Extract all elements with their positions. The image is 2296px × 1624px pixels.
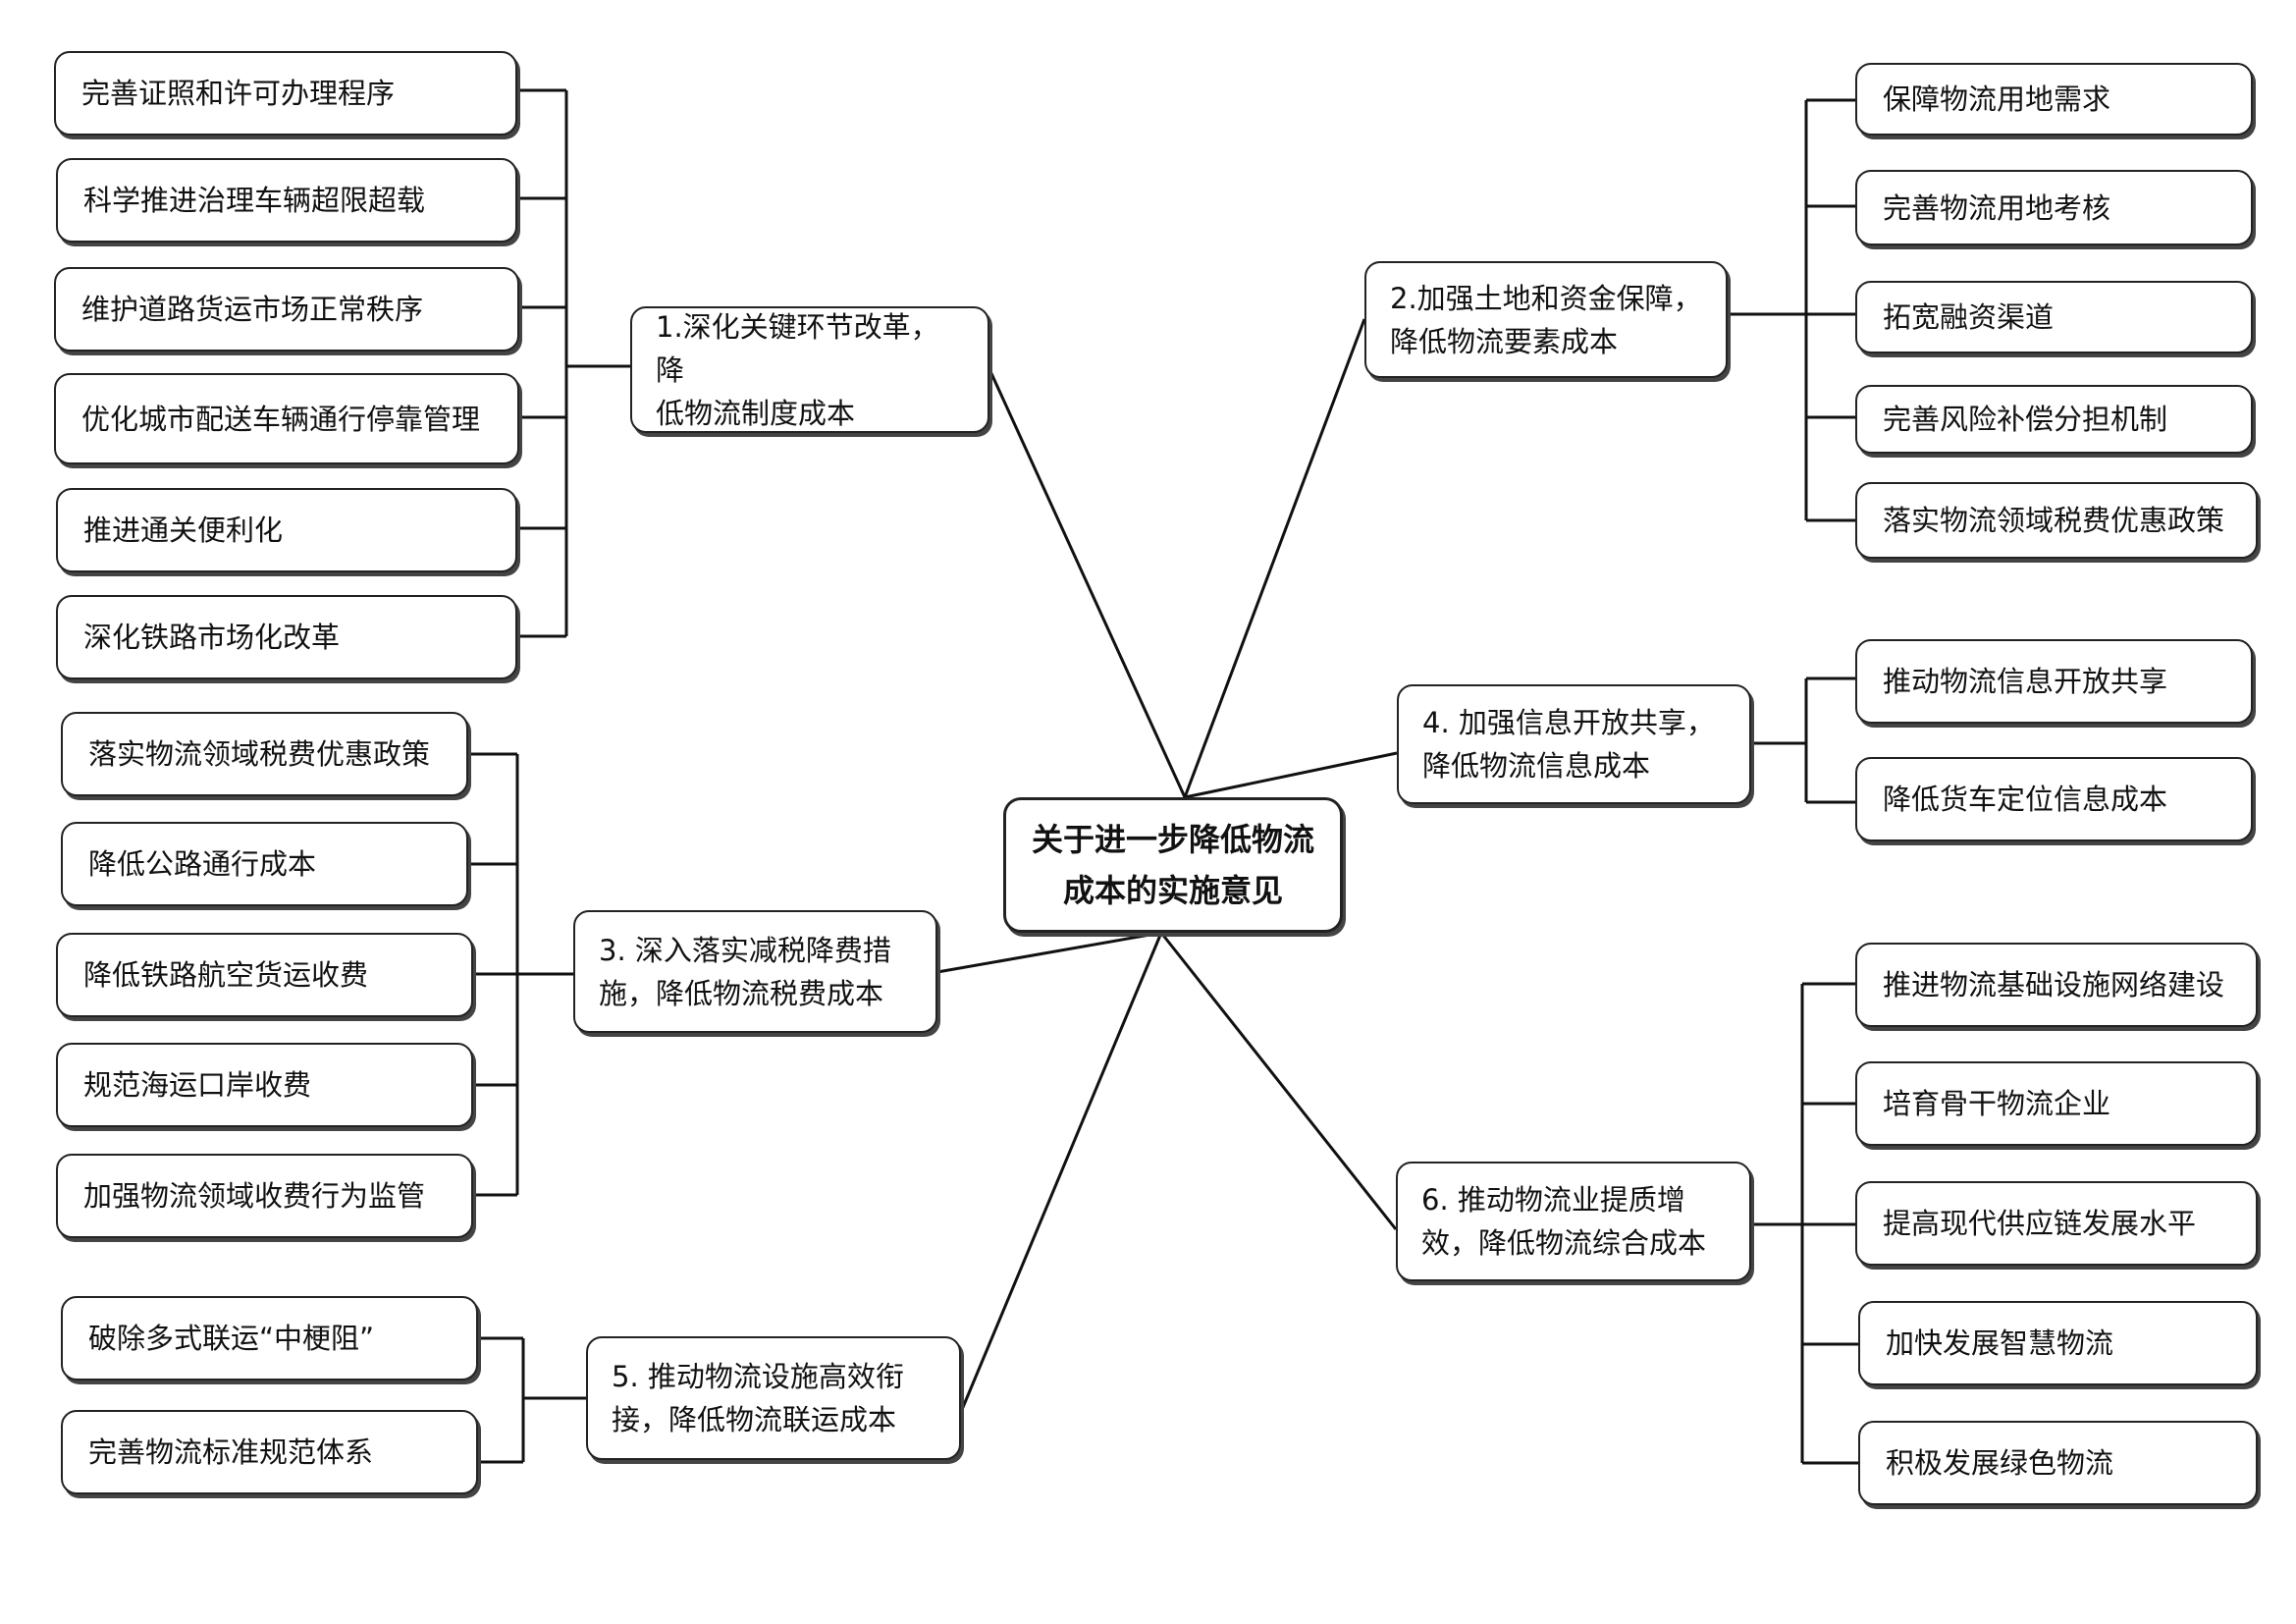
branch-3-item-4-label: 规范海运口岸收费	[83, 1068, 312, 1102]
center-topic-line1: 关于进一步降低物流	[1032, 821, 1315, 858]
branch-1-item-5-label: 推进通关便利化	[83, 514, 284, 547]
branch-1-item-3: 维护道路货运市场正常秩序	[54, 267, 519, 352]
branch-5-line2: 接，降低物流联运成本	[612, 1403, 897, 1436]
branch-1-node: 1.深化关键环节改革，降 低物流制度成本	[630, 306, 989, 433]
branch-6-item-3: 提高现代供应链发展水平	[1855, 1181, 2258, 1266]
branch-4-item-2: 降低货车定位信息成本	[1855, 757, 2253, 841]
branch-2-line1: 2.加强土地和资金保障，	[1390, 281, 1702, 315]
branch-4-node: 4. 加强信息开放共享， 降低物流信息成本	[1397, 684, 1751, 804]
branch-2-item-2: 完善物流用地考核	[1855, 170, 2253, 245]
branch-3-item-2-label: 降低公路通行成本	[88, 847, 317, 881]
branch-2-item-1-label: 保障物流用地需求	[1883, 82, 2111, 116]
branch-2-item-2-label: 完善物流用地考核	[1883, 190, 2111, 225]
branch-1-item-5: 推进通关便利化	[56, 488, 517, 572]
branch-5-item-2: 完善物流标准规范体系	[61, 1410, 478, 1494]
branch-2-item-5: 落实物流领域税费优惠政策	[1855, 482, 2258, 559]
center-topic-line2: 成本的实施意见	[1062, 872, 1283, 909]
branch-2-item-3-label: 拓宽融资渠道	[1883, 300, 2055, 334]
branch-4-item-1: 推动物流信息开放共享	[1855, 639, 2253, 724]
branch-6-item-5: 积极发展绿色物流	[1858, 1421, 2258, 1505]
branch-6-item-2: 培育骨干物流企业	[1855, 1061, 2258, 1146]
branch-2-item-3: 拓宽融资渠道	[1855, 281, 2253, 353]
branch-1-item-6-label: 深化铁路市场化改革	[83, 621, 341, 654]
branch-3-item-4: 规范海运口岸收费	[56, 1043, 473, 1127]
branch-1-item-1-label: 完善证照和许可办理程序	[81, 77, 396, 110]
branch-6-item-4-label: 加快发展智慧物流	[1886, 1326, 2114, 1360]
branch-6-node: 6. 推动物流业提质增 效，降低物流综合成本	[1396, 1162, 1751, 1281]
branch-5-node: 5. 推动物流设施高效衔 接，降低物流联运成本	[586, 1336, 961, 1460]
branch-3-line1: 3. 深入落实减税降费措	[599, 933, 891, 967]
branch-5-item-1-label: 破除多式联运“中梗阻”	[88, 1322, 375, 1355]
branch-1-item-1: 完善证照和许可办理程序	[54, 51, 517, 135]
branch-2-item-4: 完善风险补偿分担机制	[1855, 385, 2253, 454]
branch-4-item-1-label: 推动物流信息开放共享	[1883, 665, 2168, 698]
branch-6-item-1-label: 推进物流基础设施网络建设	[1883, 968, 2225, 1001]
branch-2-node: 2.加强土地和资金保障， 降低物流要素成本	[1364, 261, 1728, 378]
branch-2-item-1: 保障物流用地需求	[1855, 63, 2253, 135]
branch-5-item-1: 破除多式联运“中梗阻”	[61, 1296, 478, 1380]
branch-3-item-5: 加强物流领域收费行为监管	[56, 1154, 473, 1238]
branch-3-item-2: 降低公路通行成本	[61, 822, 468, 906]
branch-3-item-3: 降低铁路航空货运收费	[56, 933, 473, 1017]
branch-6-item-1: 推进物流基础设施网络建设	[1855, 943, 2258, 1027]
branch-1-item-3-label: 维护道路货运市场正常秩序	[81, 293, 424, 326]
branch-2-item-5-label: 落实物流领域税费优惠政策	[1883, 504, 2225, 537]
branch-6-item-5-label: 积极发展绿色物流	[1886, 1446, 2114, 1480]
branch-1-item-4: 优化城市配送车辆通行停靠管理	[54, 373, 519, 464]
branch-1-item-6: 深化铁路市场化改革	[56, 595, 517, 679]
branch-1-item-2: 科学推进治理车辆超限超载	[56, 158, 517, 243]
branch-1-item-2-label: 科学推进治理车辆超限超载	[83, 184, 426, 217]
branch-3-item-1-label: 落实物流领域税费优惠政策	[88, 737, 431, 771]
branch-3-node: 3. 深入落实减税降费措 施，降低物流税费成本	[573, 910, 937, 1033]
branch-5-line1: 5. 推动物流设施高效衔	[612, 1360, 904, 1393]
branch-6-line2: 效，降低物流综合成本	[1421, 1226, 1707, 1260]
branch-6-line1: 6. 推动物流业提质增	[1421, 1183, 1685, 1217]
branch-2-line2: 降低物流要素成本	[1390, 324, 1619, 358]
branch-4-line2: 降低物流信息成本	[1422, 749, 1651, 783]
branch-6-item-4: 加快发展智慧物流	[1858, 1301, 2258, 1385]
branch-3-item-5-label: 加强物流领域收费行为监管	[83, 1179, 426, 1213]
branch-2-item-4-label: 完善风险补偿分担机制	[1883, 403, 2168, 436]
branch-6-item-3-label: 提高现代供应链发展水平	[1883, 1207, 2197, 1240]
branch-4-item-2-label: 降低货车定位信息成本	[1883, 783, 2168, 816]
branch-3-item-1: 落实物流领域税费优惠政策	[61, 712, 468, 796]
branch-3-item-3-label: 降低铁路航空货运收费	[83, 958, 369, 992]
center-topic: 关于进一步降低物流 成本的实施意见	[1003, 797, 1343, 933]
branch-6-item-2-label: 培育骨干物流企业	[1883, 1087, 2111, 1120]
branch-5-item-2-label: 完善物流标准规范体系	[88, 1435, 374, 1469]
branch-3-line2: 施，降低物流税费成本	[599, 976, 884, 1010]
branch-1-line1: 1.深化关键环节改革，降	[656, 309, 939, 387]
branch-1-item-4-label: 优化城市配送车辆通行停靠管理	[81, 402, 481, 436]
branch-1-line2: 低物流制度成本	[656, 396, 856, 430]
branch-4-line1: 4. 加强信息开放共享，	[1422, 706, 1715, 739]
